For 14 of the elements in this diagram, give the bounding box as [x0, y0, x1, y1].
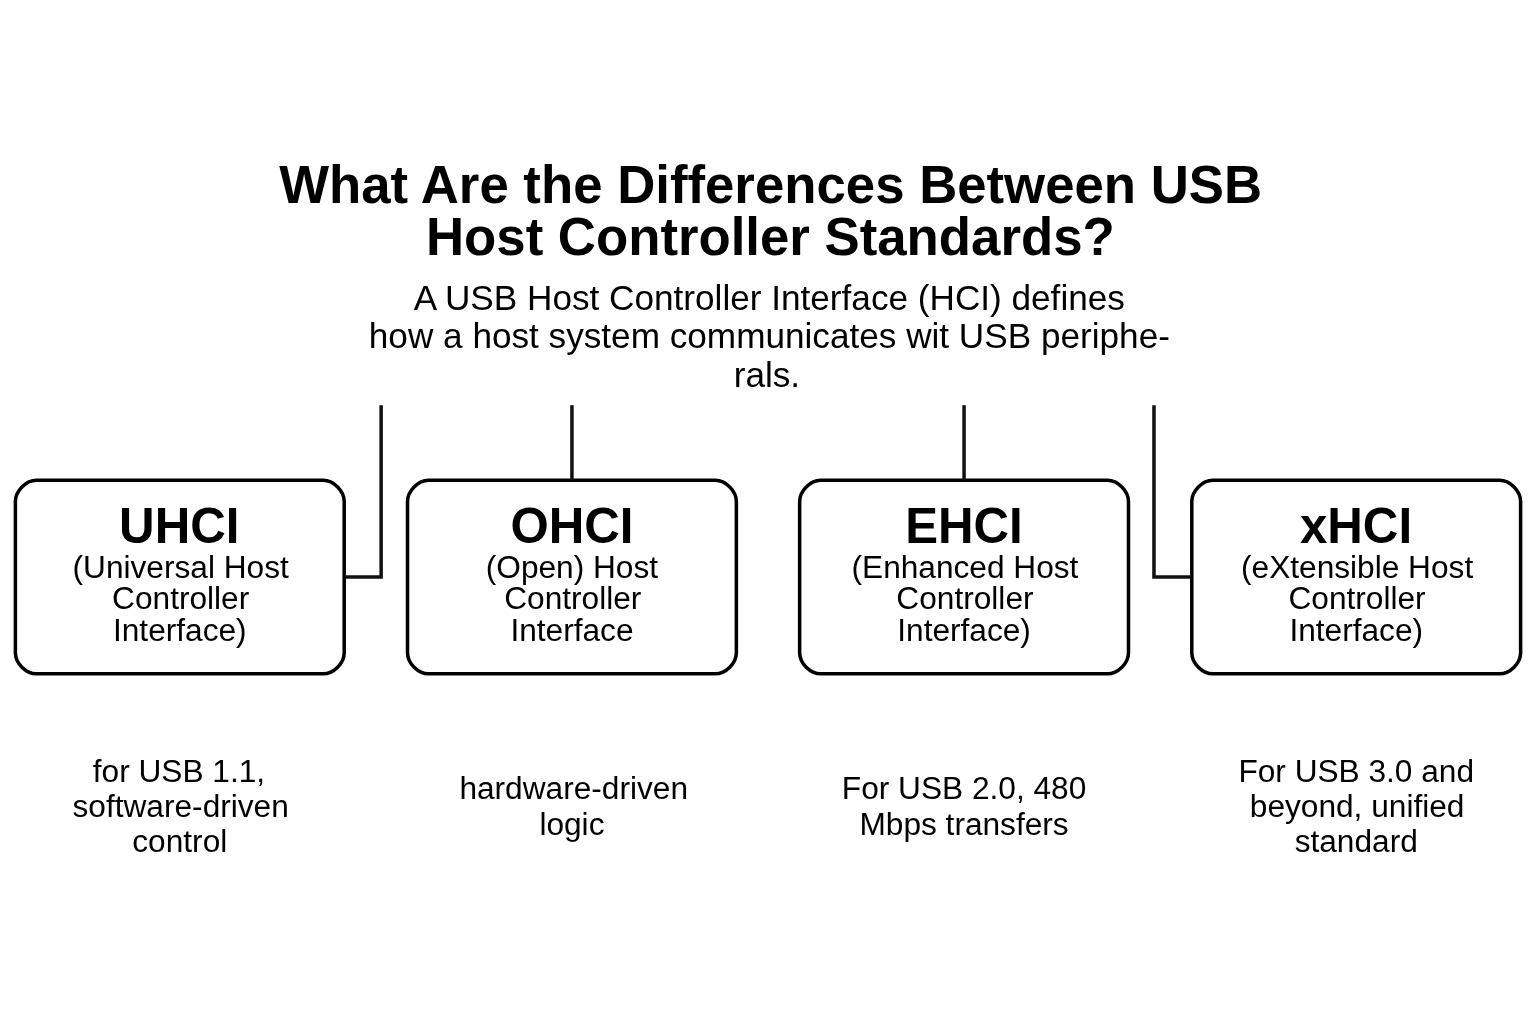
connector [962, 405, 966, 481]
connector [344, 405, 383, 579]
node-text: A USB Host Controller Interface (HCI) defines how a host system communicates wit USB periphe- rals. [368, 277, 1170, 395]
connector [1152, 405, 1192, 579]
node-box: xHCI (eXtensible Host Controller Interface) [1190, 478, 1523, 676]
diagram-title: What Are the Differences Between USB Host Controller Standards? [279, 154, 1263, 267]
node-label: For USB 2.0, 480 Mbps transfers [841, 770, 1087, 842]
connector [570, 405, 574, 481]
node-box: UHCI (Universal Host Controller Interface) [13, 478, 346, 676]
node-box: OHCI (Open) Host Controller Interface [405, 478, 739, 676]
node-box: EHCI (Enhanced Host Controller Interface) [797, 478, 1131, 676]
node-label: hardware-driven logic [459, 770, 689, 842]
node-label: for USB 1.1, software-driven control [72, 752, 289, 860]
node-label: For USB 3.0 and beyond, unified standard [1238, 752, 1475, 860]
